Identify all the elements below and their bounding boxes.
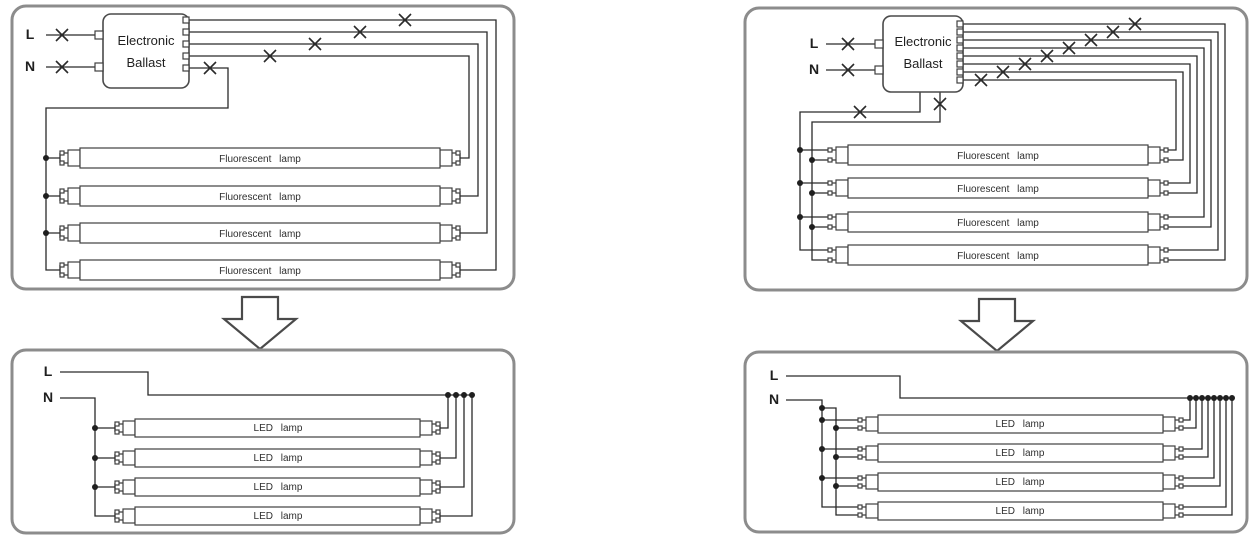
wiring (45, 19, 497, 275)
lamp-label: LED lamp (254, 511, 303, 522)
lamp-label: LED lamp (996, 506, 1045, 517)
ballast: Electronic Ballast (94, 13, 190, 89)
ballast-terminal (956, 28, 964, 36)
neutral-label: N (809, 61, 819, 77)
neutral-label: N (43, 389, 53, 405)
junction-dot (92, 484, 98, 490)
ballast-terminal (182, 52, 190, 60)
junction-dot (819, 446, 825, 452)
junction-dot (43, 230, 49, 236)
wiring (799, 23, 1226, 261)
junction-dots (43, 155, 49, 236)
junction-dot (797, 147, 803, 153)
ballast-terminal (956, 76, 964, 84)
lamp-label: LED lamp (996, 419, 1045, 430)
ballast-terminal (956, 60, 964, 68)
lamp-label: LED lamp (254, 482, 303, 493)
line-label: L (770, 367, 779, 383)
cut-marks-icon (841, 17, 1142, 119)
lamp-label: Fluorescent lamp (957, 218, 1039, 229)
junction-dot (445, 392, 451, 398)
panel-after-right: L N LED lamp LED lamp LED lamp LED lamp (743, 350, 1249, 534)
junction-dot (92, 455, 98, 461)
junction-dot (1211, 395, 1217, 401)
junction-dot (797, 180, 803, 186)
panel-after-left: L N LED lamp LED lamp LED lamp LED lamp (10, 348, 516, 535)
line-label: L (44, 363, 53, 379)
ballast: Electronic Ballast (874, 15, 964, 93)
ballast-label-line1: Electronic (117, 33, 175, 48)
junction-dot (833, 425, 839, 431)
ballast-terminal (182, 28, 190, 36)
lamp-label: Fluorescent lamp (219, 229, 301, 240)
ballast-terminal (182, 40, 190, 48)
ballast-label-line1: Electronic (894, 34, 952, 49)
junction-dot (1229, 395, 1235, 401)
lamp-label: Fluorescent lamp (957, 151, 1039, 162)
junction-dot (819, 417, 825, 423)
line-label: L (810, 35, 819, 51)
ballast-terminal (956, 52, 964, 60)
panel-border (10, 348, 516, 535)
lamp-label: Fluorescent lamp (219, 266, 301, 277)
junction-dot (1199, 395, 1205, 401)
ballast-box (882, 15, 964, 93)
lamp-label: Fluorescent lamp (957, 251, 1039, 262)
junction-dot (43, 193, 49, 199)
lamp-label: Fluorescent lamp (219, 154, 301, 165)
junction-dot (809, 157, 815, 163)
lamp-label: LED lamp (254, 423, 303, 434)
ballast-terminal (956, 20, 964, 28)
junction-dot (797, 214, 803, 220)
junction-dots (92, 392, 475, 490)
lamp-label: Fluorescent lamp (957, 184, 1039, 195)
junction-dot (1223, 395, 1229, 401)
ballast-terminal (956, 36, 964, 44)
down-arrow-icon (220, 295, 300, 351)
junction-dot (1217, 395, 1223, 401)
down-arrow-icon (957, 297, 1037, 353)
ballast-label-line2: Ballast (126, 55, 165, 70)
ballast-terminal (94, 30, 104, 40)
junction-dot (819, 475, 825, 481)
lamp-label: LED lamp (254, 453, 303, 464)
junction-dots (797, 147, 815, 230)
ballast-terminal (182, 64, 190, 72)
cut-marks-icon (55, 13, 412, 75)
wiring (786, 375, 1233, 516)
junction-dot (92, 425, 98, 431)
ballast-label-line2: Ballast (903, 56, 942, 71)
junction-dot (809, 190, 815, 196)
lamp-label: LED lamp (996, 448, 1045, 459)
panel-before-right: L N Electronic Ballast Fluorescent lamp … (743, 6, 1249, 292)
ballast-terminal (94, 62, 104, 72)
lamp-label: LED lamp (996, 477, 1045, 488)
junction-dot (833, 454, 839, 460)
junction-dot (1193, 395, 1199, 401)
ballast-box (102, 13, 190, 89)
ballast-terminal (956, 68, 964, 76)
junction-dot (461, 392, 467, 398)
ballast-terminal (874, 39, 884, 49)
line-label: L (26, 26, 35, 42)
junction-dots (819, 395, 1235, 489)
ballast-terminal (182, 16, 190, 24)
ballast-terminal (956, 44, 964, 52)
junction-dot (833, 483, 839, 489)
ballast-terminal (874, 65, 884, 75)
junction-dot (43, 155, 49, 161)
junction-dot (1205, 395, 1211, 401)
lamp-label: Fluorescent lamp (219, 192, 301, 203)
panel-before-left: L N Electronic Ballast Fluorescent lamp … (10, 4, 516, 291)
junction-dot (809, 224, 815, 230)
junction-dot (453, 392, 459, 398)
junction-dot (469, 392, 475, 398)
junction-dot (819, 405, 825, 411)
junction-dot (1187, 395, 1193, 401)
neutral-label: N (769, 391, 779, 407)
neutral-label: N (25, 58, 35, 74)
